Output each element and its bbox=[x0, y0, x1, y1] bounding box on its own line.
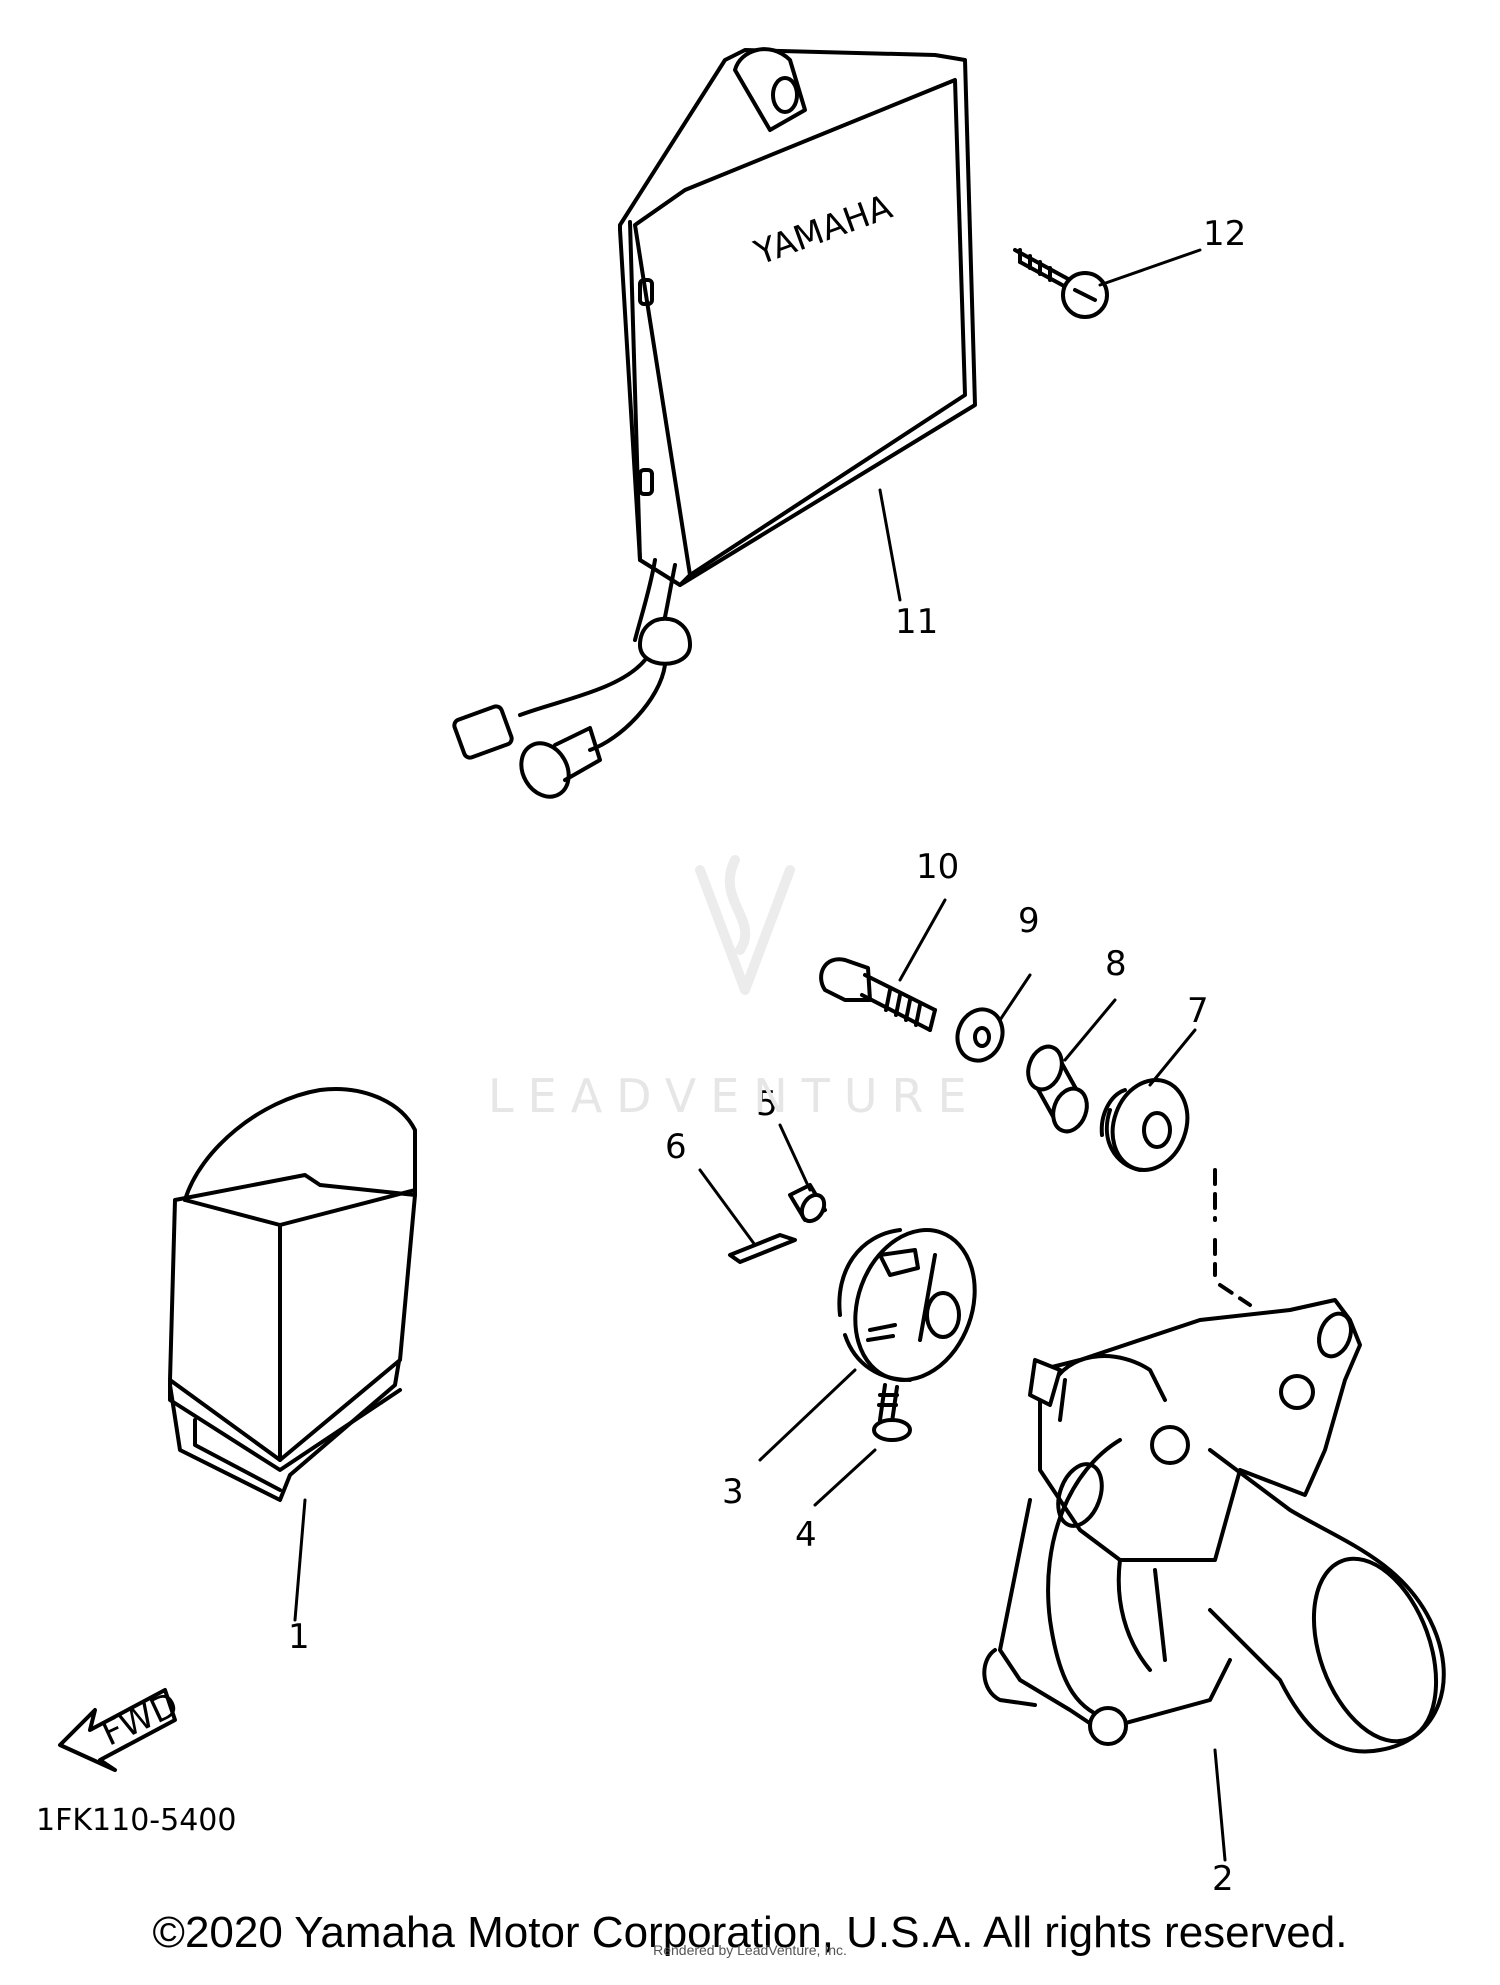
callout-3: 3 bbox=[722, 1472, 744, 1512]
callout-2: 2 bbox=[1212, 1859, 1234, 1899]
callout-9: 9 bbox=[1018, 901, 1040, 941]
cdi-unit-part-11 bbox=[452, 47, 977, 799]
callout-11: 11 bbox=[895, 602, 938, 642]
callout-12: 12 bbox=[1203, 214, 1246, 254]
fwd-arrow-icon bbox=[58, 1688, 177, 1772]
watermark-logo bbox=[695, 855, 795, 995]
copyright-text: ©2020 Yamaha Motor Corporation, U.S.A. A… bbox=[152, 1908, 1348, 1957]
fwd-label: FWD bbox=[96, 1685, 185, 1755]
oil-pump-part-2 bbox=[982, 1298, 1446, 1754]
assembly-line bbox=[1213, 1168, 1252, 1307]
callout-4: 4 bbox=[795, 1515, 817, 1555]
diagram-code: 1FK110-5400 bbox=[36, 1803, 236, 1838]
screw-part-12 bbox=[1013, 248, 1109, 319]
callout-7: 7 bbox=[1187, 991, 1209, 1031]
washer-part-9 bbox=[955, 1007, 1005, 1063]
screw-part-4 bbox=[872, 1383, 912, 1442]
leader-lines bbox=[293, 248, 1227, 1862]
grommet-part-7 bbox=[1099, 1078, 1190, 1172]
bolt-part-10 bbox=[819, 957, 937, 1032]
key-part-6 bbox=[728, 1233, 797, 1264]
pin-part-5 bbox=[788, 1183, 827, 1224]
callout-6: 6 bbox=[665, 1127, 687, 1167]
callout-10: 10 bbox=[916, 847, 959, 887]
relay-part-1 bbox=[168, 1087, 417, 1502]
callout-5: 5 bbox=[756, 1084, 778, 1124]
callout-1: 1 bbox=[288, 1617, 310, 1657]
collar-part-8 bbox=[1026, 1044, 1089, 1134]
callout-8: 8 bbox=[1105, 944, 1127, 984]
pulley-part-3 bbox=[837, 1228, 977, 1382]
watermark-text: LEADVENTURE bbox=[488, 1069, 981, 1123]
rendered-by-text: Rendered by LeadVenture, Inc. bbox=[653, 1942, 847, 1958]
